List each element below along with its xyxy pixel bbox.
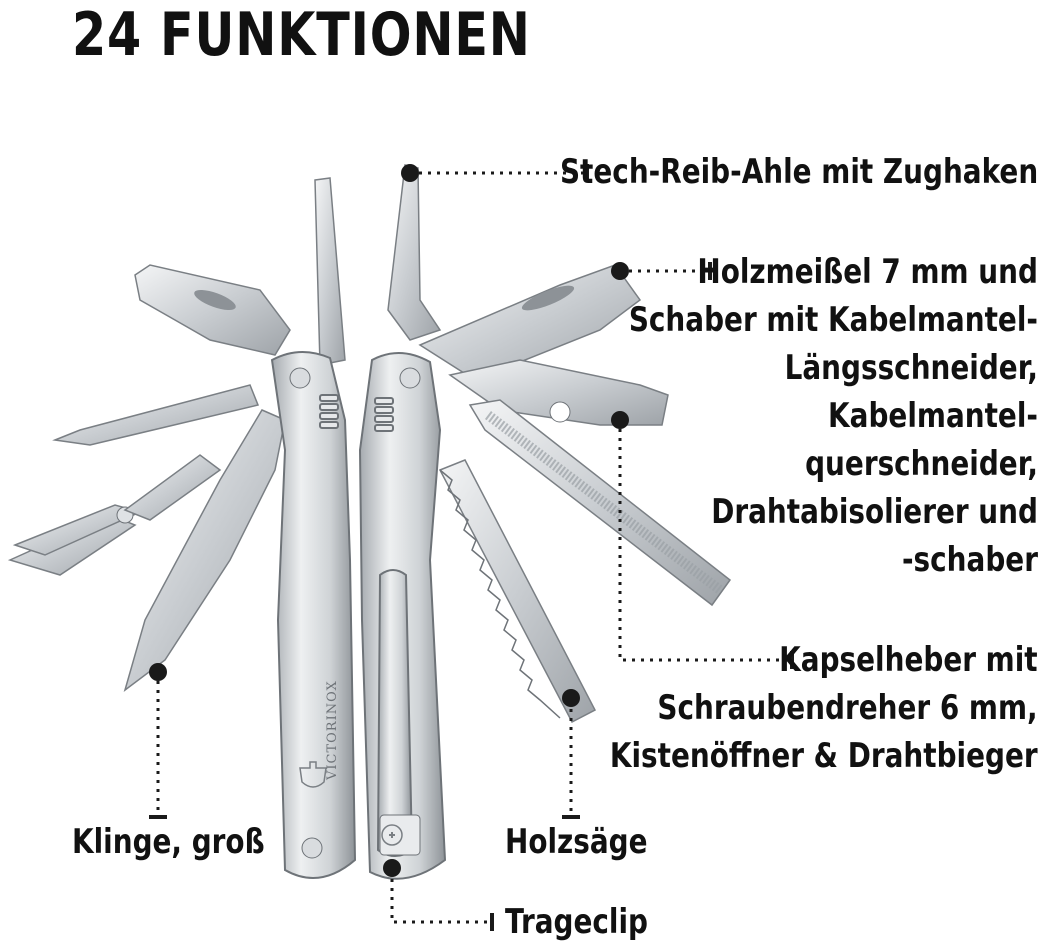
victorinox-cross-icon (381, 824, 403, 846)
label-chisel-line: Kabelmantel- (828, 396, 1038, 436)
label-chisel-line: Schaber mit Kabelmantel- (628, 300, 1038, 340)
left-handle: VICTORINOX (270, 351, 357, 879)
label-chisel-line: querschneider, (805, 444, 1038, 484)
label-opener-line: Schraubendreher 6 mm, (657, 688, 1038, 728)
label-opener: Kapselheber mit Schraubendreher 6 mm, Ki… (610, 636, 1038, 780)
label-clip-text: Trageclip (505, 902, 648, 942)
right-handle (358, 352, 447, 880)
page-title: 24 FUNKTIONEN (72, 0, 531, 70)
label-opener-line: Kapselheber mit (779, 640, 1038, 680)
carry-clip (376, 569, 414, 857)
label-chisel-line: Längsschneider, (784, 348, 1038, 388)
label-opener-line: Kistenöffner & Drahtbieger (610, 736, 1038, 776)
label-clip: Trageclip (505, 898, 648, 946)
label-chisel: Holzmeißel 7 mm und Schaber mit Kabelman… (629, 248, 1038, 584)
label-chisel-line: -schaber (902, 540, 1038, 580)
label-blade-text: Klinge, groß (72, 822, 265, 862)
phillips-screwdriver-tool (52, 384, 260, 446)
small-blade-tool (314, 177, 346, 366)
label-saw: Holzsäge (505, 818, 648, 866)
label-awl: Stech-Reib-Ahle mit Zughaken (560, 148, 1038, 196)
victorinox-shield-icon (299, 761, 327, 788)
can-opener-tool (134, 264, 291, 356)
large-blade-tool (123, 409, 286, 692)
wood-saw-tool (438, 459, 597, 724)
brand-engraving: VICTORINOX (325, 680, 340, 781)
awl-tool (387, 164, 442, 341)
scissors-tool (7, 454, 222, 576)
label-saw-text: Holzsäge (505, 822, 648, 862)
label-blade: Klinge, groß (72, 818, 265, 866)
label-chisel-line: Drahtabisolierer und (711, 492, 1038, 532)
label-awl-text: Stech-Reib-Ahle mit Zughaken (559, 152, 1038, 192)
label-chisel-line: Holzmeißel 7 mm und (697, 252, 1038, 292)
